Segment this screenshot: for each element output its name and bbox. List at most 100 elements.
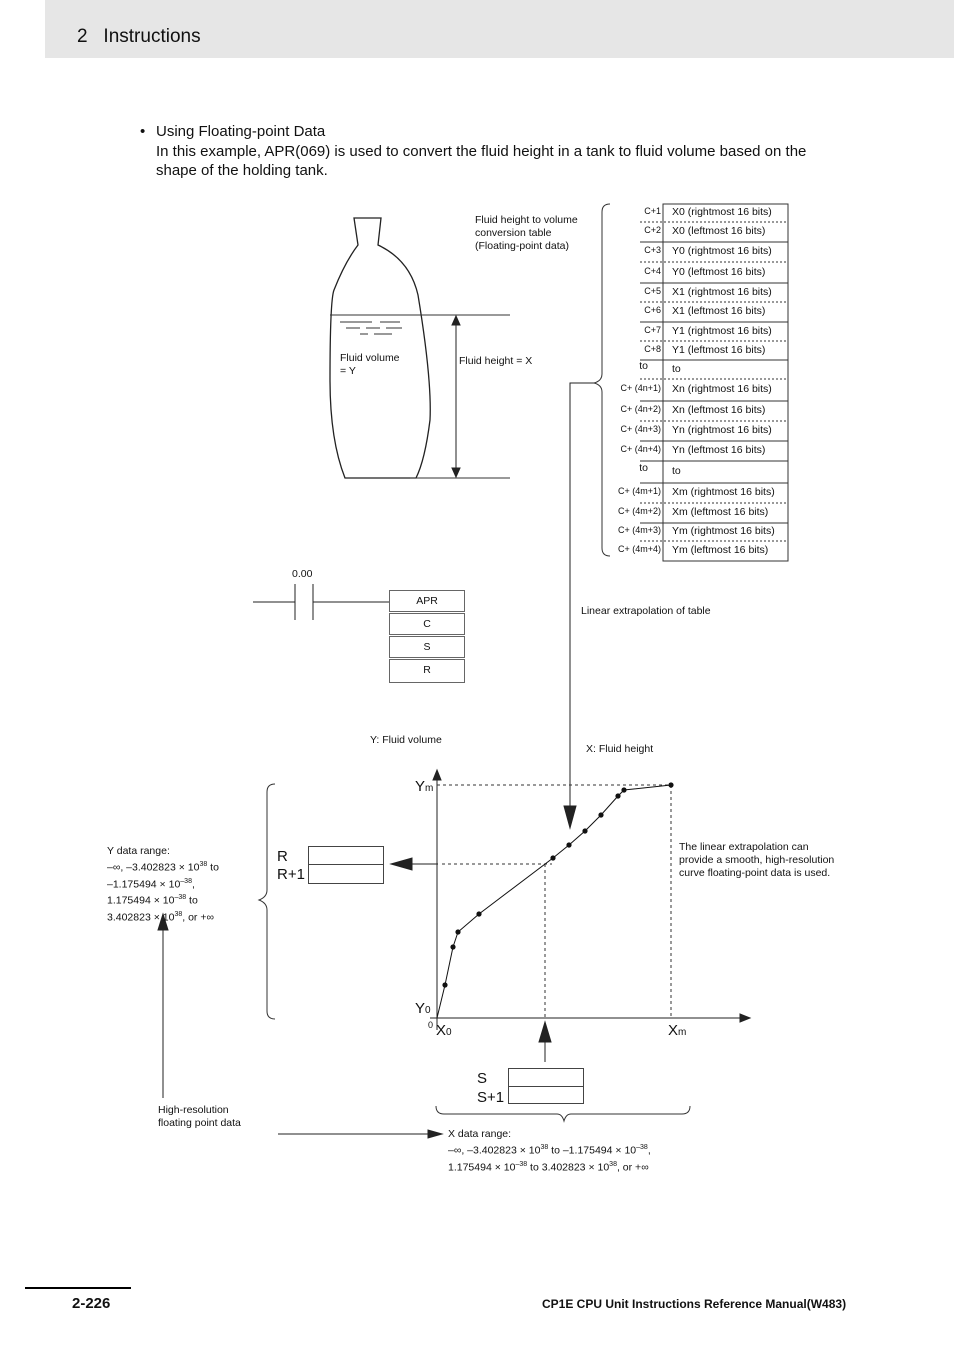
ym-label: Ym [415,778,433,795]
table-cell-14: to [672,465,681,477]
table-address-11: C+ (4n+2) [620,404,661,414]
r-register-divider [308,864,384,865]
note-line-1: The linear extrapolation can [679,841,809,853]
curve-point-6 [566,842,572,848]
x-axis-label: X: Fluid height [586,743,654,755]
y-range-line-4: 3.402823 × 1038, or +∞ [107,910,214,924]
ym-text: Ym [415,778,434,795]
fluid-volume-label: Fluid volume = Y [340,352,400,378]
curve-point-7 [582,828,588,834]
section-number: 2 [77,26,88,47]
chart-axes [430,768,752,1030]
height-dimension-arrow [451,314,461,479]
table-address-8: C+8 [644,343,661,354]
s-register-divider [508,1086,584,1087]
table-address-6: C+6 [644,305,661,315]
y-range-line-2: –1.175494 × 10–38, [107,877,195,891]
curve-point-2 [450,944,456,950]
y-range-line-1: –∞, –3.402823 × 1038 to [107,861,219,874]
table-cell-13: Yn (leftmost 16 bits) [672,444,766,456]
y-data-range: Y data range: –∞, –3.402823 × 1038 to –1… [107,845,219,924]
section-title: 2 Instructions [77,26,201,48]
highres-label: High-resolution floating point data [158,1104,241,1130]
curve-point-1 [442,982,448,988]
table-address-1: C+1 [644,206,661,216]
note-line-2: provide a smooth, high-resolution [679,854,835,866]
table-address-4: C+4 [644,265,661,276]
y-range-title: Y data range: [107,845,170,857]
output-arrow [389,857,438,871]
curve-point-10 [621,787,627,793]
curve-point-4 [476,911,482,917]
table-address-9: to [639,359,648,372]
intro-line-1: In this example, APR(069) is used to con… [156,143,807,160]
chart-curve [436,782,674,1019]
contact-address: 0.00 [292,568,313,580]
x-range-brace [435,1105,691,1123]
table-cell-8: Y1 (leftmost 16 bits) [672,343,766,356]
table-cell-5: X1 (rightmost 16 bits) [672,285,772,298]
r-label: R [277,848,288,865]
bullet-marker: • [140,123,146,140]
fluid-height-label: Fluid height = X [459,355,533,367]
operand-r-box: R [389,659,465,683]
x-range-title: X data range: [448,1128,512,1140]
table-caption: Fluid height to volume conversion table … [475,214,578,253]
section-name: Instructions [103,26,201,47]
table-grid [662,203,789,562]
xm-label: Xm [668,1022,687,1039]
table-address-10: C+ (4n+1) [620,383,661,393]
table-cell-9: to [672,362,681,375]
r1-label: R+1 [277,866,305,883]
s-label: S [477,1070,488,1087]
page-header-bar: 2 Instructions [45,0,954,58]
s1-label: S+1 [477,1089,505,1106]
table-row-lines [640,221,788,542]
table-address-7: C+7 [644,324,661,335]
curve-point-9 [615,793,621,799]
table-address-15: C+ (4m+1) [617,486,661,496]
table-cell-4: Y0 (leftmost 16 bits) [672,265,766,278]
table-address-18: C+ (4m+4) [617,544,661,554]
intro-heading: Using Floating-point Data [156,123,326,140]
manual-title: CP1E CPU Unit Instructions Reference Man… [542,1297,847,1311]
y-range-line-3: 1.175494 × 10–38 to [107,894,198,907]
x-range-line-2: 1.175494 × 10–38 to 3.402823 × 1038, or … [448,1160,649,1174]
table-cell-11: Xn (leftmost 16 bits) [672,404,766,416]
table-address-16: C+ (4m+2) [617,506,661,516]
table-cell-10: Xn (rightmost 16 bits) [672,383,772,395]
apr-instruction-box: APR [389,590,465,612]
y-axis-label: Y: Fluid volume [370,734,442,746]
curve-point-8 [598,812,604,818]
highres-right-arrow [278,1129,444,1139]
operand-c-box: C [389,613,465,635]
origin-label: 0 [428,1020,434,1030]
tank-outline [329,217,431,479]
curve-point-5 [550,855,556,861]
x-data-range: X data range: –∞, –3.402823 × 1038 to –1… [448,1128,651,1174]
input-arrow [538,1020,552,1062]
table-cell-15: Xm (rightmost 16 bits) [672,486,775,498]
table-cell-3: Y0 (rightmost 16 bits) [672,245,772,257]
table-address-2: C+2 [644,225,661,235]
y-range-brace [257,783,276,1020]
table-cell-6: X1 (leftmost 16 bits) [672,305,766,317]
table-address-3: C+3 [644,245,661,255]
table-cell-7: Y1 (rightmost 16 bits) [672,324,772,337]
y0-text: Y0 [415,1000,431,1017]
table-address-12: C+ (4n+3) [620,424,661,434]
ripple-marks [340,321,402,335]
y0-label: Y0 [415,1000,431,1017]
linear-extrapolation-label: Linear extrapolation of table [581,605,711,617]
chart-guides [437,784,672,1018]
table-brace [593,203,611,557]
intro-line-2: shape of the holding tank. [156,162,328,179]
table-cell-2: X0 (leftmost 16 bits) [672,225,766,237]
table-address-13: C+ (4n+4) [620,444,661,454]
table-cell-1: X0 (rightmost 16 bits) [672,206,772,218]
extrapolation-arrow [563,382,594,830]
curve-point-3 [455,929,461,935]
fluid-volume-line-2: = Y [340,365,356,377]
x-range-line-1: –∞, –3.402823 × 1038 to –1.175494 × 10–3… [448,1144,651,1157]
